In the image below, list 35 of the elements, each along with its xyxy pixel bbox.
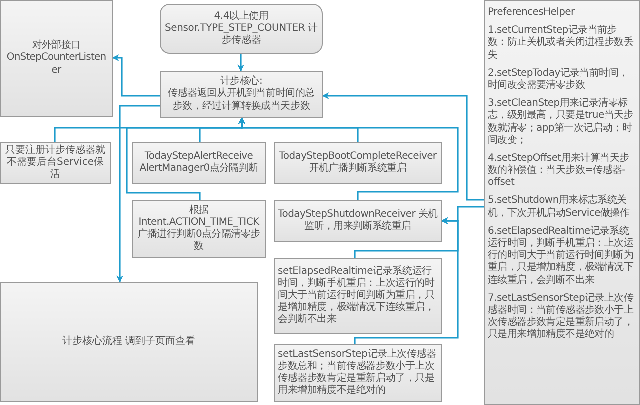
connector-arrow: [116, 105, 160, 283]
node-text: 7.setLastSensorStep记录上次传感器时间：当前传感器步数小于上次传感器步数肯定是重新启动了，只是用来增加精度不是绝对的: [488, 292, 635, 342]
node-text: TodayStepAlertReceive AlertManager0点分隔判断: [138, 150, 260, 176]
node-text: 对外部接口 OnStepCounterListener: [6, 40, 108, 77]
node-text: 5.setShutdown用来标志系统关机，下次开机启动Service做操作: [488, 195, 631, 220]
connector-arrow: [238, 54, 244, 72]
node-text: TodayStepBootCompleteReceiver 开机广播判断系统重启: [278, 150, 438, 176]
node-text: 传感器返回从开机到当前时间的总步数，经过计算转换成当天步数: [166, 88, 316, 113]
node-text: 根据 Intent.ACTION_TIME_TICK 广播进行判断0点分隔清零步数: [136, 204, 262, 254]
node-text: 4.4以上使用 Sensor.TYPE_STEP_COUNTER 计步传感器: [164, 10, 319, 48]
process-box: [274, 142, 442, 184]
process-box: [484, 0, 640, 405]
node-text: 1.setCurrentStep记录当前步数：防止关机或者关闭进程步数丢失: [488, 25, 635, 62]
connector-arrow: [441, 206, 484, 224]
process-box: [274, 258, 442, 334]
process-box: [160, 71, 323, 118]
node-text: 2.setStepToday记录当前时间，时间改变需要清零步数: [488, 68, 630, 92]
process-box: [274, 200, 442, 242]
rounded-box: [160, 4, 323, 54]
process-box: [0, 282, 258, 402]
node-text: setElapsedRealtime记录系统运行时间，判断手机重启：上次运行的时间大于当前运行时间判断为重启，只是增加精度，极端情况下连续重启，会判断不出来: [278, 266, 436, 326]
process-box: [0, 0, 113, 117]
node-text: TodayStepShutdownReceiver 关机监听，用来判断系统重启: [278, 208, 438, 234]
node-text: 3.setCleanStep用来记录清零标志，级别最高，只要是true当天步数就清零；app第一次记启动；时间改变；: [488, 98, 634, 147]
node-text: 4.setStepOffset用来计算当天步数的补偿值：当天步数=传感器-offset: [488, 152, 630, 190]
connector-arrow: [322, 92, 484, 201]
node-text: 计步核心流程 调到子页面查看: [61, 336, 197, 348]
connector-arrow: [238, 117, 459, 200]
process-box: [132, 142, 266, 184]
panel-heading: PreferencesHelper: [488, 7, 576, 20]
node-text: 计步核心:: [219, 76, 264, 88]
node-text: 6.setElapsedRealtime记录系统运行时间，判断手机重启：上次运行的时间大于当前运行时间判断为重启，只是增加精度，极端情况下连续重启，会判断不出来: [488, 226, 635, 287]
node-text: 只要注册计步传感器就不需要后台Service保活: [4, 144, 106, 182]
node-text: setLastSensorStep记录上次传感器步数总和；当前传感器步数小于上次传感器步数肯定是重新启动了，只是用来增加精度不是绝对的: [278, 348, 438, 398]
connector-arrow: [112, 54, 160, 97]
